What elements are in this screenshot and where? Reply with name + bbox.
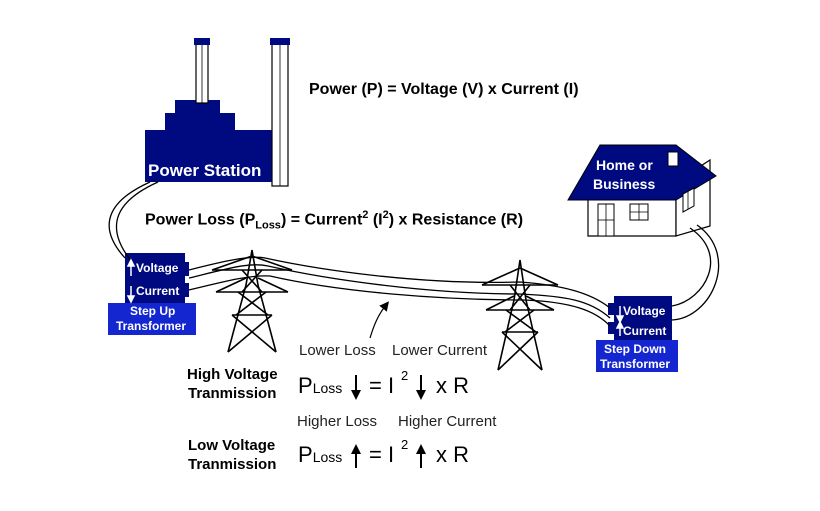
step-down-title-line1: Step Down (604, 342, 666, 356)
step-down-arrows (615, 306, 625, 336)
high-p-subscript: Loss (312, 380, 343, 396)
high-x-r: x R (436, 373, 469, 398)
low-squared: 2 (401, 437, 409, 452)
step-up-current-label: Current (136, 284, 180, 298)
high-equals-i: = I (369, 373, 395, 398)
high-squared: 2 (401, 368, 409, 383)
step-down-title-line2: Transformer (600, 357, 671, 371)
low-p: P (298, 442, 313, 467)
step-up-arrows (126, 258, 136, 304)
loss-superscript2: 2 (382, 209, 389, 221)
low-current-up-arrow (416, 444, 426, 468)
high-voltage-label-line1: High Voltage (187, 366, 278, 383)
low-x-r: x R (436, 442, 469, 467)
low-p-subscript: Loss (312, 449, 343, 465)
low-voltage-label-line2: Tranmission (188, 456, 277, 473)
high-caption-loss: Lower Loss (299, 342, 376, 359)
cables (108, 181, 720, 327)
pylon-left (211, 249, 293, 353)
low-loss-up-arrow (351, 444, 361, 468)
loss-superscript: 2 (362, 209, 369, 221)
high-p: P (298, 373, 313, 398)
step-up-title-line1: Step Up (130, 304, 176, 318)
low-caption-current: Higher Current (398, 413, 497, 430)
power-equation: Power (P) = Voltage (V) x Current (I) (309, 81, 579, 98)
pointer-arrow (369, 301, 389, 339)
step-up-voltage-label: Voltage (136, 261, 179, 275)
low-equation: PLoss (298, 442, 342, 468)
low-equals-i: = I (369, 442, 395, 467)
step-up-title-line2: Transformer (116, 319, 187, 333)
step-down-current-label: Current (623, 324, 667, 338)
high-caption-current: Lower Current (392, 342, 488, 359)
high-loss-down-arrow (351, 375, 361, 400)
loss-subscript: Loss (255, 219, 281, 232)
loss-prefix: Power Loss (P (145, 211, 256, 229)
high-voltage-label-line2: Tranmission (188, 385, 277, 402)
house (567, 144, 717, 237)
step-down-transformer (596, 296, 678, 372)
home-label-line2: Business (593, 176, 656, 192)
power-station-building (145, 38, 290, 187)
step-up-transformer (108, 253, 196, 335)
high-current-down-arrow (416, 375, 426, 400)
low-caption-loss: Higher Loss (297, 413, 378, 430)
loss-suffix: ) x Resistance (R) (388, 211, 524, 229)
high-equation: PLoss (298, 373, 342, 399)
pylon-right (481, 259, 559, 371)
power-station-label: Power Station (148, 161, 262, 180)
power-loss-equation: Power Loss (PLoss) = Current2 (I2) x Res… (145, 209, 523, 232)
loss-mid: ) = Current (280, 211, 363, 229)
loss-mid2: (I (368, 211, 383, 229)
low-voltage-label-line1: Low Voltage (188, 437, 276, 454)
home-label-line1: Home or (596, 157, 653, 173)
step-down-voltage-label: Voltage (623, 304, 666, 318)
